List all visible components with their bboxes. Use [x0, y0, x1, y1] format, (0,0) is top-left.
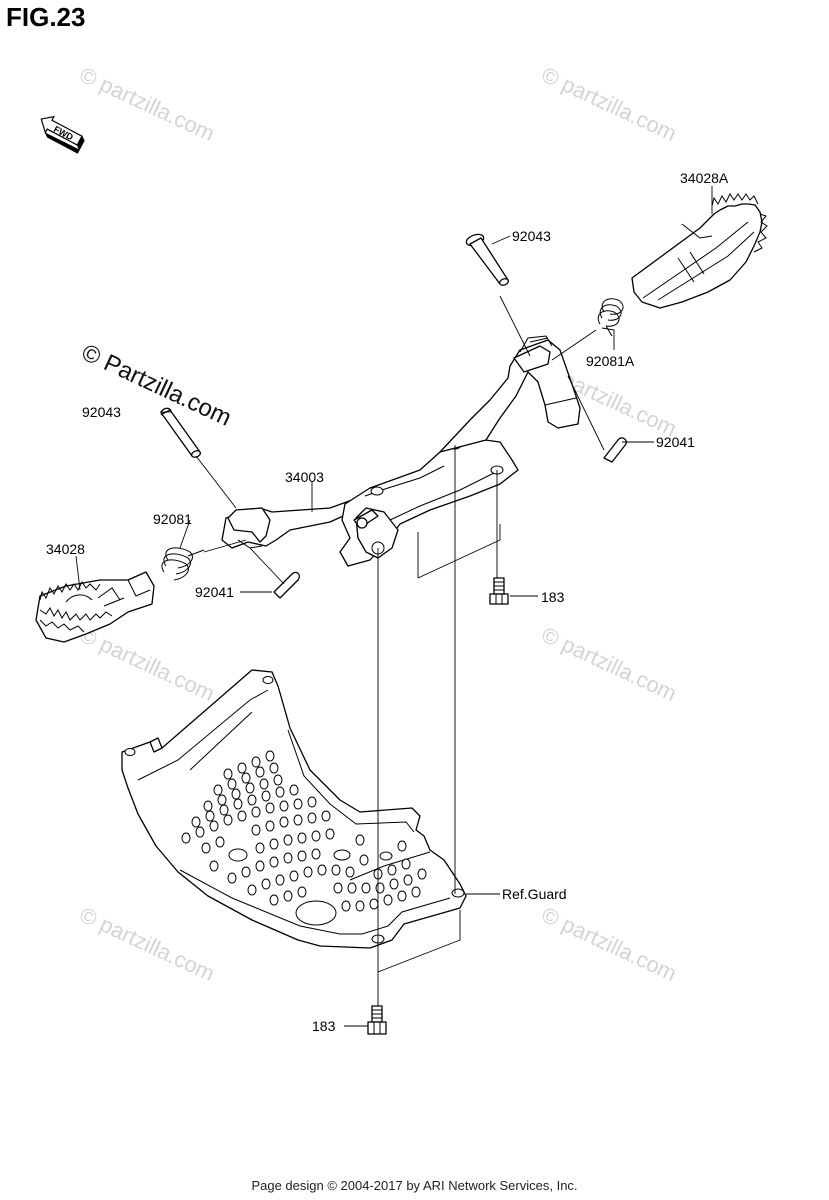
callout-92041-right: 92041 [656, 434, 695, 450]
callout-183-bottom: 183 [312, 1018, 336, 1034]
cotter-pin-92041-right [603, 437, 627, 463]
callout-92081A: 92081A [586, 353, 635, 369]
watermark-text: © partzilla.com [538, 62, 681, 146]
callout-34028A: 34028A [680, 170, 729, 186]
callout-92043-right: 92043 [512, 228, 551, 244]
watermark-text: © partzilla.com [76, 62, 219, 146]
watermark-text: © partzilla.com [538, 902, 681, 986]
callout-92043-left: 92043 [82, 404, 121, 420]
watermark-text: © partzilla.com [76, 622, 219, 706]
bolt-183-top [489, 577, 509, 605]
callout-ref-guard: Ref.Guard [502, 886, 567, 902]
callout-34003: 34003 [285, 469, 324, 485]
leader-lines [75, 186, 713, 1027]
page-footer: Page design © 2004-2017 by ARI Network S… [251, 1178, 578, 1193]
callout-183-top: 183 [541, 589, 565, 605]
callout-92041-left: 92041 [195, 584, 234, 600]
figure-title: FIG.23 [6, 2, 86, 32]
cotter-pin-92041-left [273, 571, 300, 599]
watermark-text: © partzilla.com [538, 622, 681, 706]
callout-34028: 34028 [46, 541, 85, 557]
pin-92043-right [465, 233, 510, 286]
fwd-marker: FWD [40, 115, 85, 154]
spring-92081A [597, 298, 624, 337]
skid-plate-guard [121, 669, 467, 949]
callout-labels: 34028A 92043 92081A 92041 92043 34003 92… [46, 170, 729, 1034]
callout-92081: 92081 [153, 511, 192, 527]
bolt-183-bottom [367, 1005, 387, 1035]
vent-hole-pattern [181, 750, 427, 912]
footrest-bracket [221, 335, 581, 567]
footpeg-left [35, 571, 155, 643]
watermark-text: © partzilla.com [76, 902, 219, 986]
spring-92081 [161, 547, 205, 581]
footpeg-right [631, 193, 768, 309]
